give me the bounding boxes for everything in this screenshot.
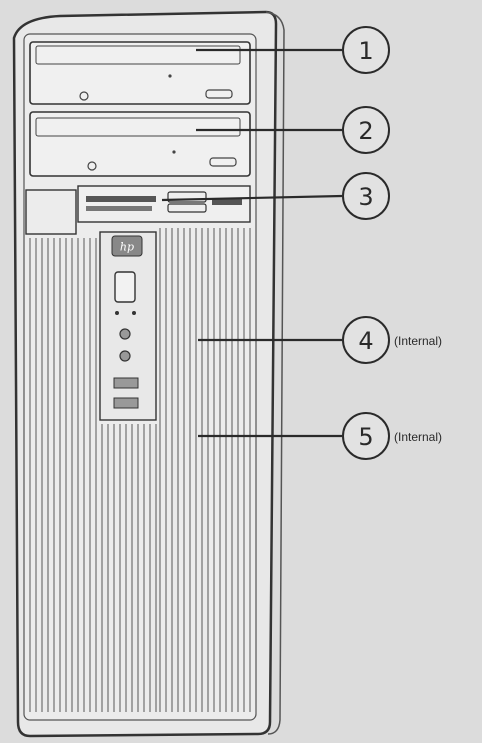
hdd-led-icon: [132, 311, 136, 315]
callout-4-number: 4: [358, 327, 373, 355]
front-vents: [29, 228, 251, 712]
microphone-jack-icon: [119, 350, 131, 362]
hp-logo-text: hp: [120, 241, 134, 254]
headphone-jack-icon: [119, 328, 131, 340]
callout-5-number: 5: [358, 423, 373, 451]
callout-4-note: (Internal): [394, 334, 442, 348]
callout-3-number: 3: [358, 183, 373, 211]
leader-lines: [161, 48, 343, 438]
callout-2: 2: [342, 106, 390, 154]
callout-5: 5 (Internal): [342, 412, 442, 460]
usb-port-2: [113, 397, 139, 409]
power-led-icon: [115, 311, 119, 315]
tower-side-edge: [265, 11, 285, 735]
optical-drive-bay-2: [29, 111, 251, 177]
optical-drive-bay-1: [29, 41, 251, 105]
power-button: [114, 271, 136, 303]
callout-5-note: (Internal): [394, 430, 442, 444]
leader-line-3: [161, 194, 343, 202]
usb-port-1: [113, 377, 139, 389]
callout-1-number: 1: [358, 37, 373, 65]
callout-3: 3: [342, 172, 390, 220]
hp-logo-badge: [111, 235, 143, 257]
callout-2-number: 2: [358, 117, 373, 145]
callout-1: 1: [342, 26, 390, 74]
media-card-reader-bay: [25, 185, 251, 235]
front-control-panel: hp: [99, 231, 157, 421]
callout-4: 4 (Internal): [342, 316, 442, 364]
